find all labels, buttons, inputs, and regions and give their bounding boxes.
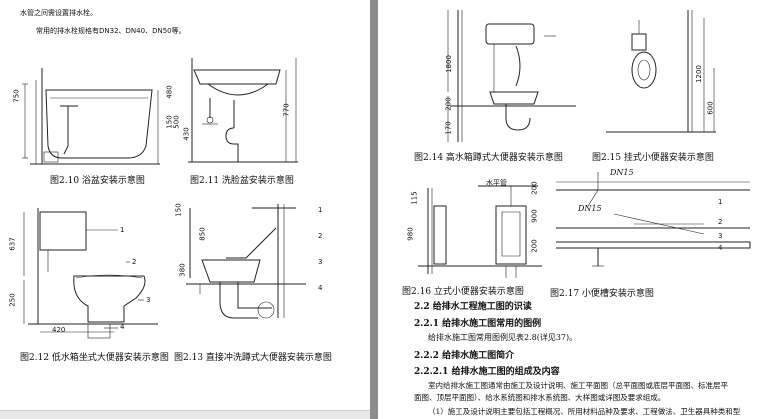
fig215-caption: 图2.15 挂式小便器安装示意图: [592, 153, 714, 163]
fig212-callout-4: 4: [120, 323, 125, 331]
section-2-2-2-heading: 2.2.2 给排水施工图简介: [414, 351, 515, 361]
fig213-callout-1: 1: [318, 206, 323, 214]
fig213-caption: 图2.13 直接冲洗蹲式大便器安装示意图: [174, 353, 332, 363]
paragraph-composition-line-3: （1）施工及设计说明主要包括工程概况、所用材料品种及要求、工程做法、卫生器具种类…: [428, 407, 741, 416]
fig217-dim-200-bottom: 200: [530, 239, 539, 253]
fig212-caption: 图2.12 低水箱坐式大便器安装示意图: [20, 353, 169, 363]
fig213-dim-380: 380: [178, 263, 187, 277]
high-tank-squat-toilet-drawing: [447, 10, 576, 142]
fig217-callout-2: 2: [718, 218, 723, 226]
right-page: 1800 200 170 图2.14 高水箱蹲式大便器安装示意图 1200 60…: [378, 0, 760, 419]
section-2-2-heading: 2.2 给排水工程施工图的识读: [414, 302, 532, 312]
fig216-label-horizontal-pipe: 水平管: [486, 179, 507, 187]
fig214-dim-200: 200: [444, 97, 453, 111]
fig216-dim-115: 115: [410, 191, 419, 205]
intro-line-1: 水管之间需设置排水栓。: [20, 9, 97, 17]
fig210-caption: 图2.10 浴盆安装示意图: [50, 176, 145, 186]
fig211-dim-770: 770: [282, 103, 291, 117]
fig211-dim-500: 500: [172, 115, 181, 129]
paragraph-composition-line-1: 室内给排水施工图通常由施工及设计说明、施工平面图（总平面图或底层平面图、标准层平: [428, 381, 728, 390]
low-tank-toilet-drawing: [23, 208, 158, 339]
fig213-callout-3: 3: [318, 258, 323, 266]
fig217-callout-4: 4: [718, 244, 723, 252]
intro-line-2: 常用的排水栓规格有DN32、DN40、DN50等。: [36, 27, 186, 35]
urinal-trough-drawing: [556, 172, 751, 267]
fig216-caption: 图2.16 立式小便器安装示意图: [402, 287, 524, 297]
page-gap: [370, 0, 378, 419]
fig212-callout-3: 3: [146, 296, 151, 304]
fig211-dim-430: 430: [182, 127, 191, 141]
fig212-dim-420: 420: [52, 326, 66, 334]
bathtub-drawing: [22, 68, 160, 165]
fig217-callout-1: 1: [718, 198, 723, 206]
standing-urinal-drawing: [418, 185, 542, 278]
section-2-2-1-heading: 2.2.1 给排水施工图常用的图例: [414, 319, 542, 329]
fig213-dim-850: 850: [198, 227, 207, 241]
fig217-dim-200-top: 200: [530, 181, 539, 195]
fig217-label-dn15-top: DN15: [610, 168, 634, 177]
left-page-footer-strip: [0, 410, 370, 419]
paragraph-composition-line-2: 面图、顶层平面图）、给水系统图和排水系统图、大样图或详图及要求组成。: [414, 393, 666, 402]
fig210-dim-480: 480: [165, 85, 174, 99]
fig215-dim-600: 600: [706, 101, 715, 115]
fig213-dim-150: 150: [174, 203, 183, 217]
fig212-dim-637: 637: [8, 237, 17, 251]
flush-squat-toilet-drawing: [186, 204, 306, 319]
fig214-caption: 图2.14 高水箱蹲式大便器安装示意图: [414, 153, 563, 163]
fig212-dim-250: 250: [8, 293, 17, 307]
section-2-2-1-paragraph: 给排水施工图常用图例见表2.8(详见37)。: [428, 333, 578, 342]
fig213-callout-2: 2: [318, 232, 323, 240]
fig217-label-dn15-bottom: DN15: [578, 204, 602, 213]
fig211-caption: 图2.11 洗脸盆安装示意图: [190, 176, 294, 186]
fig217-callout-3: 3: [718, 232, 723, 240]
fig216-dim-980: 980: [406, 227, 415, 241]
left-page: 水管之间需设置排水栓。 常用的排水栓规格有DN32、DN40、DN50等。 75…: [0, 0, 370, 419]
fig212-callout-1: 1: [120, 226, 125, 234]
fig212-callout-2: 2: [132, 258, 137, 266]
fig210-dim-750: 750: [12, 89, 21, 103]
fig215-dim-1200: 1200: [694, 65, 703, 83]
fig217-dim-900: 900: [530, 209, 539, 223]
fig214-dim-170: 170: [444, 121, 453, 135]
fig214-dim-1800: 1800: [444, 55, 453, 73]
fig217-caption: 图2.17 小便槽安装示意图: [550, 289, 654, 299]
fig213-callout-4: 4: [318, 284, 323, 292]
wall-urinal-drawing: [606, 10, 716, 133]
washbasin-drawing: [188, 58, 298, 163]
section-2-2-2-1-heading: 2.2.2.1 给排水施工图的组成及内容: [414, 367, 560, 377]
